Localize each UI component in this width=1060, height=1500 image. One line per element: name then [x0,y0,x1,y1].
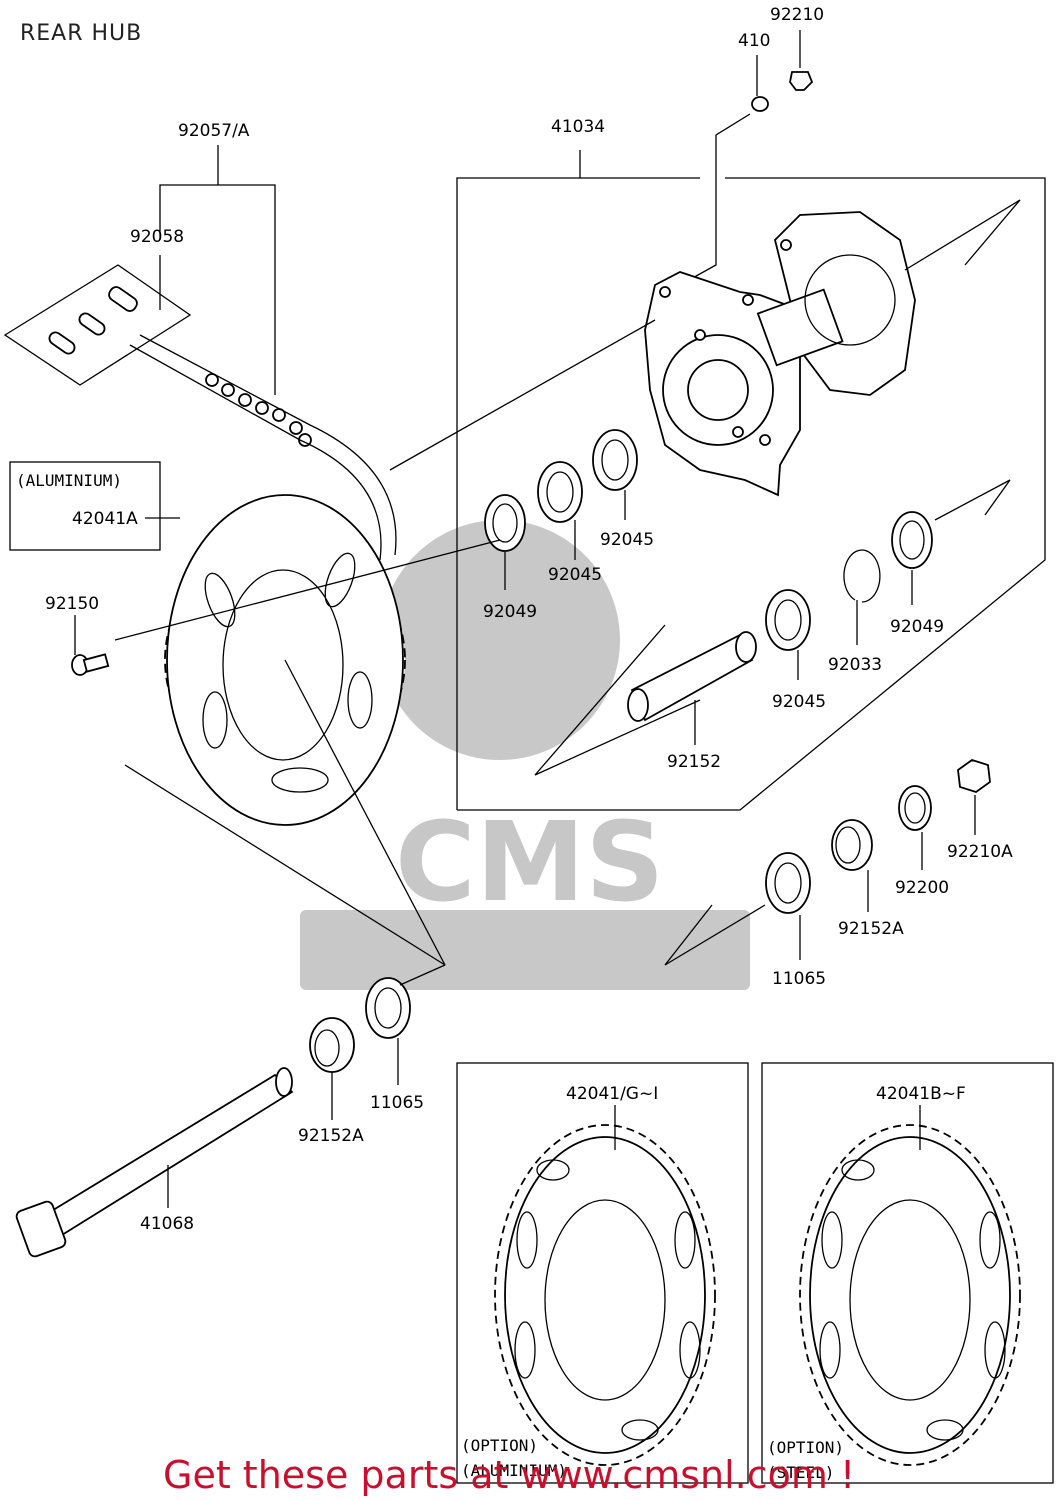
label-11065-a: 11065 [772,969,826,989]
label-92049-a: 92049 [483,602,537,622]
axle-41068 [15,1067,294,1258]
nut-92210A [957,759,991,793]
label-41068: 41068 [140,1214,194,1234]
label-92152: 92152 [667,752,721,772]
bolt-92150 [71,653,110,676]
bearing-92045-b [537,461,583,523]
label-92033: 92033 [828,655,882,675]
hub-group-frame-right [457,177,1046,811]
sprocket-42041BF [799,1124,1021,1466]
cms-watermark: CMS [300,520,750,990]
label-92200: 92200 [895,878,949,898]
label-aluminium: (ALUMINIUM) [16,471,122,490]
label-option-steel-1: (OPTION) [767,1438,844,1457]
label-option-steel-2: (STEEL) [767,1463,834,1482]
label-92058: 92058 [130,227,184,247]
label-92152A-b: 92152A [298,1126,364,1146]
bearing-92045-c [765,589,811,651]
label-42041GI: 42041/G~I [566,1084,658,1104]
label-92045-b: 92045 [548,565,602,585]
label-11065-b: 11065 [370,1093,424,1113]
label-92057A: 92057/A [178,121,250,141]
label-42041A: 42041A [72,509,138,529]
label-option-alu-1: (OPTION) [461,1436,538,1455]
label-92210: 92210 [770,5,824,25]
label-92045-a: 92045 [600,530,654,550]
seal-11065-b [365,977,411,1039]
rear-hub-41034 [644,211,916,497]
option-steel-frame [761,1062,1054,1484]
label-92152A-a: 92152A [838,919,904,939]
label-42041BF: 42041B~F [876,1084,966,1104]
seal-92049-a [484,494,526,552]
sprocket-42041GI [494,1124,716,1466]
washer-410 [751,96,769,112]
page-title: REAR HUB [20,21,142,46]
option-aluminium-frame [456,1062,749,1484]
collar-92152A-b [309,1017,355,1073]
watermark-text: CMS [395,798,664,926]
seal-11065-a [765,852,811,914]
promo-banner-link[interactable]: Get these parts at www.cmsnl.com ! [163,1453,855,1497]
collar-92152A-a [831,819,873,871]
nut-92210 [789,71,814,91]
circlip-92033 [843,549,881,603]
seal-92049-b [891,511,933,569]
label-92049-b: 92049 [890,617,944,637]
aluminium-callout [9,461,180,551]
bearing-92045-a [592,429,638,491]
hub-group-frame-left [456,177,700,810]
label-410: 410 [738,31,770,51]
label-92210A: 92210A [947,842,1013,862]
washer-92200 [898,785,932,831]
label-option-alu-2: (ALUMINIUM) [461,1461,567,1480]
spacer-92152 [627,631,757,722]
chain-92057A [3,145,397,561]
label-92150: 92150 [45,594,99,614]
label-41034: 41034 [551,117,605,137]
label-92045-c: 92045 [772,692,826,712]
